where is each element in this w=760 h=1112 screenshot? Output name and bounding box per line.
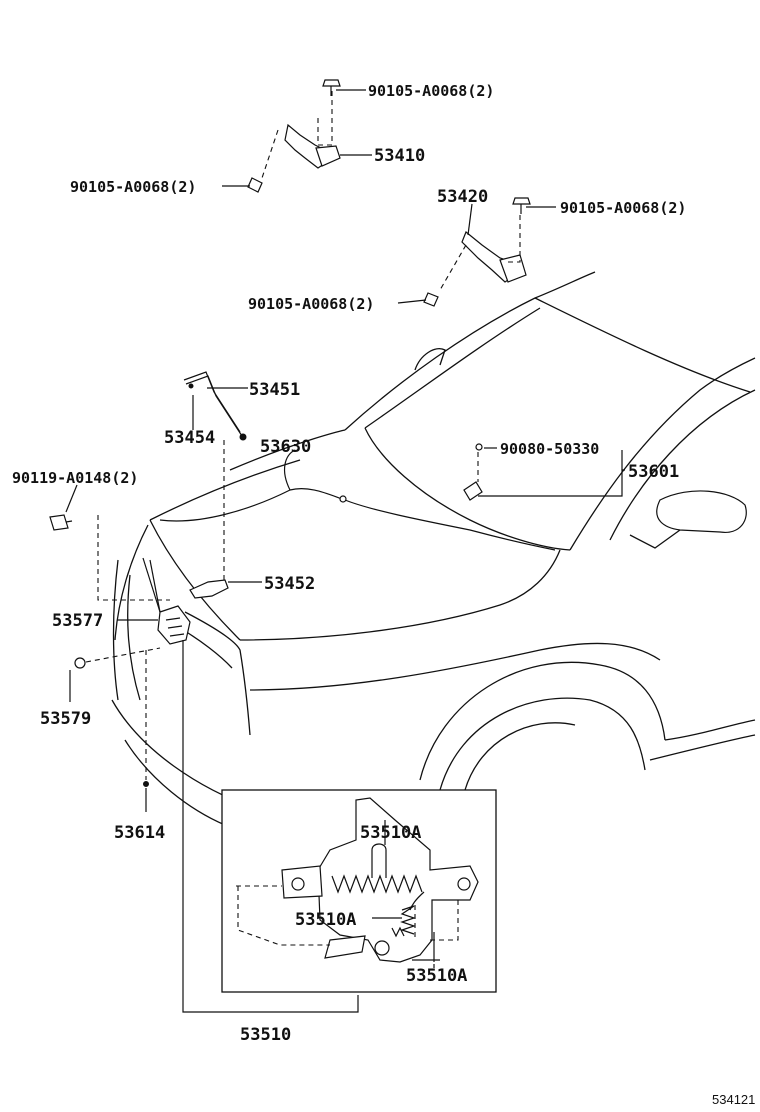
- pin-53614: [143, 650, 149, 787]
- bolt-icon: [247, 177, 263, 193]
- clip-53579: [74, 647, 161, 669]
- label-53510A-middle: 53510A: [295, 910, 356, 930]
- lock-reference-bracket: [182, 640, 359, 1013]
- label-53451: 53451: [249, 380, 300, 400]
- label-clip-90080: 90080-50330: [500, 440, 599, 458]
- rod-holder-53452: [189, 579, 229, 599]
- bolt-icon: [322, 79, 341, 96]
- release-cable-53630: [159, 449, 556, 551]
- vehicle-body-outline: [111, 271, 756, 826]
- bolt-icon: [49, 514, 73, 531]
- label-53510A-top: 53510A: [360, 823, 421, 843]
- bolt-icon: [512, 197, 531, 214]
- label-53510: 53510: [240, 1025, 291, 1045]
- label-53614: 53614: [114, 823, 165, 843]
- label-bolt-53410-left: 90105-A0068(2): [70, 178, 196, 196]
- label-bolt-53410-top: 90105-A0068(2): [368, 82, 494, 100]
- label-53454: 53454: [164, 428, 215, 448]
- label-53452: 53452: [264, 574, 315, 594]
- bolt-icon: [423, 292, 439, 307]
- label-bolt-53420-right: 90105-A0068(2): [560, 199, 686, 217]
- label-53601: 53601: [628, 462, 679, 482]
- label-53630: 53630: [260, 437, 311, 457]
- label-53577: 53577: [52, 611, 103, 631]
- diagram-id: 534121: [712, 1092, 755, 1107]
- label-bolt-90119: 90119-A0148(2): [12, 469, 138, 487]
- hood-lock-assembly-small: [142, 557, 191, 645]
- hood-lock-detail-box: [221, 789, 497, 993]
- leader-lines: [65, 89, 625, 968]
- label-53510A-bottom: 53510A: [406, 966, 467, 986]
- label-53579: 53579: [40, 709, 91, 729]
- label-bolt-53420-left: 90105-A0068(2): [248, 295, 374, 313]
- hood-hinge-53410: [261, 88, 341, 179]
- hood-hinge-53420: [439, 215, 527, 291]
- hood-support-rod: [183, 371, 247, 441]
- release-lever-53601: [463, 443, 483, 501]
- lock-bolt-path: [97, 515, 170, 601]
- label-53410: 53410: [374, 146, 425, 166]
- label-53420: 53420: [437, 187, 488, 207]
